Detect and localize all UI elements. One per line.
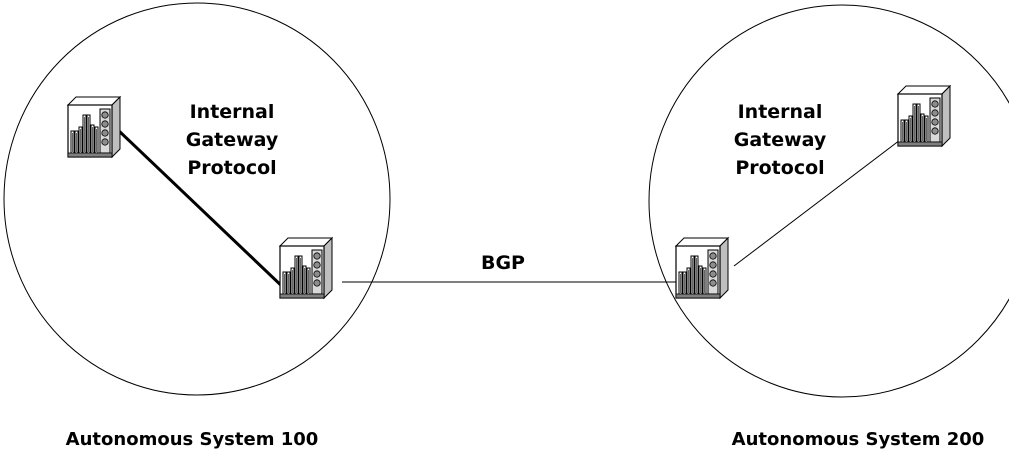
router-icon (67, 96, 121, 158)
as-100-boundary (3, 2, 391, 396)
igp-label-right-line-2: Gateway (734, 129, 827, 151)
igp-label-left-line-2: Gateway (186, 129, 279, 151)
as-200-caption: Autonomous System 200 (732, 429, 985, 450)
igp-link-left (116, 128, 288, 292)
as-100-caption: Autonomous System 100 (66, 429, 319, 450)
as-200-boundary (648, 4, 1009, 398)
bgp-label: BGP (481, 252, 525, 274)
router-icon (675, 237, 729, 299)
igp-link-right (733, 139, 901, 267)
router-icon (897, 85, 951, 147)
igp-label-left-line-1: Internal (190, 101, 275, 123)
router-icon (279, 237, 333, 299)
igp-label-right-line-3: Protocol (735, 157, 824, 179)
igp-label-right-line-1: Internal (738, 101, 823, 123)
igp-label-left-line-3: Protocol (187, 157, 276, 179)
